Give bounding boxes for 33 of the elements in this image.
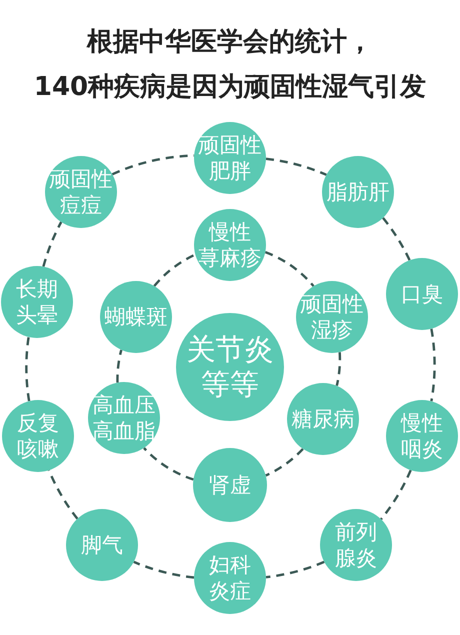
dashed-connector — [264, 251, 314, 287]
dashed-connector — [116, 350, 122, 383]
dashed-connector — [265, 448, 304, 477]
circle-node: 脚气 — [66, 509, 138, 581]
circle-node: 顽固性痘痘 — [45, 156, 117, 228]
circle-node: 长期头晕 — [1, 266, 73, 338]
circle-node: 慢性荨麻疹 — [194, 209, 266, 281]
circle-node: 肾虚 — [193, 448, 267, 522]
circle-node: 脂肪肝 — [322, 156, 394, 228]
circle-node: 顽固性肥胖 — [194, 122, 266, 194]
circle-node: 口臭 — [386, 258, 458, 330]
dashed-connector — [133, 560, 194, 579]
dashed-connector — [153, 254, 196, 287]
dashed-connector — [143, 447, 194, 481]
title: 根据中华医学会的统计，140种疾病是因为顽固性湿气引发 — [34, 26, 426, 104]
dashed-connector — [380, 470, 412, 520]
circle-node: 顽固性湿疹 — [296, 281, 368, 353]
circle-node: 高血压高血脂 — [88, 382, 160, 454]
circle-node: 慢性咽炎 — [386, 400, 458, 472]
circle-node: 蝴蝶斑 — [100, 281, 172, 353]
center-circle: 关节炎等等 — [176, 313, 284, 421]
circle-node: 反复咳嗽 — [2, 400, 74, 472]
circle-node: 妇科炎症 — [194, 542, 266, 614]
dashed-connector — [430, 328, 436, 402]
dashed-connector — [336, 352, 342, 386]
dashed-connector — [266, 158, 327, 176]
circle-node: 糖尿病 — [287, 383, 359, 455]
dashed-connector — [382, 217, 411, 261]
dashed-connector — [266, 560, 325, 578]
dashed-connector — [42, 221, 62, 267]
dashed-connector — [48, 470, 78, 520]
dashed-connector — [25, 336, 30, 402]
circle-node: 前列腺炎 — [320, 509, 392, 581]
